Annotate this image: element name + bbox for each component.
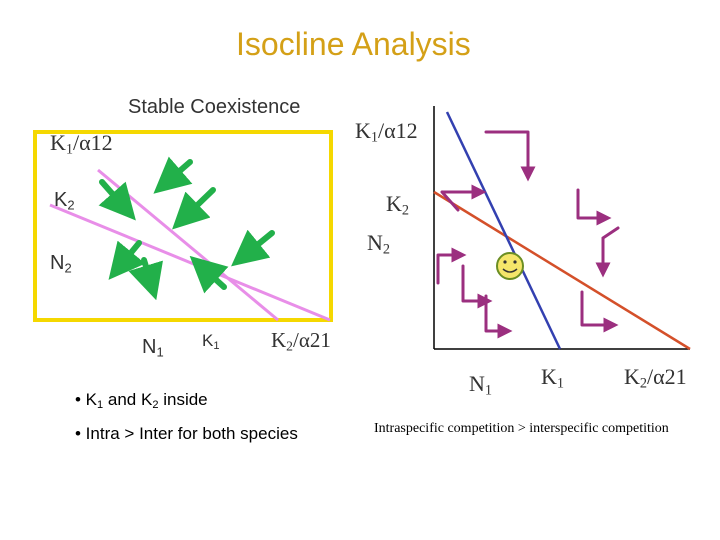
right-y-label-k1-over-alpha12: K1/α12 xyxy=(355,118,418,146)
vector-arrow xyxy=(484,294,505,331)
left-x-label-k1: K1 xyxy=(202,331,220,352)
slide-title: Isocline Analysis xyxy=(236,26,471,62)
green-arrow xyxy=(98,179,136,221)
vector-arrow xyxy=(580,290,611,325)
vector-arrow xyxy=(484,130,528,174)
green-arrow xyxy=(128,257,163,301)
green-arrow xyxy=(153,156,193,194)
left-y-label-k2: K2 xyxy=(54,189,75,213)
right-caption: Intraspecific competition > interspecifi… xyxy=(374,421,669,436)
condition-intra-greater-inter: • Intra > Inter for both species xyxy=(75,424,298,443)
smiley-face-icon xyxy=(496,252,524,280)
vector-arrow xyxy=(440,192,479,212)
green-arrow xyxy=(189,255,229,294)
species2-isocline xyxy=(433,190,691,351)
species1-isocline xyxy=(445,111,562,350)
left-plot-frame xyxy=(33,130,333,322)
right-y-label-k2: K2 xyxy=(386,191,410,219)
left-x-label-n1: N1 xyxy=(142,336,164,360)
right-x-label-n1: N1 xyxy=(469,371,493,399)
green-arrow xyxy=(231,229,275,267)
left-x-label-k2-over-alpha21: K2/α21 xyxy=(271,328,331,354)
vector-arrow xyxy=(576,188,604,218)
green-arrow xyxy=(172,187,216,230)
vector-arrow xyxy=(461,264,485,301)
right-x-label-k1: K1 xyxy=(541,364,565,392)
vector-arrow xyxy=(436,255,459,285)
right-y-label-n2: N2 xyxy=(367,230,391,258)
condition-k1-k2-inside: • K1 and K2 inside xyxy=(75,390,208,411)
vector-arrow xyxy=(603,226,620,270)
green-arrow xyxy=(108,240,146,280)
left-y-label-n2: N2 xyxy=(50,252,72,276)
left-y-label-k1-over-alpha12: K1/α12 xyxy=(50,130,113,158)
stable-coexistence-heading: Stable Coexistence xyxy=(128,96,301,118)
right-x-label-k2-over-alpha21: K2/α21 xyxy=(624,364,687,392)
